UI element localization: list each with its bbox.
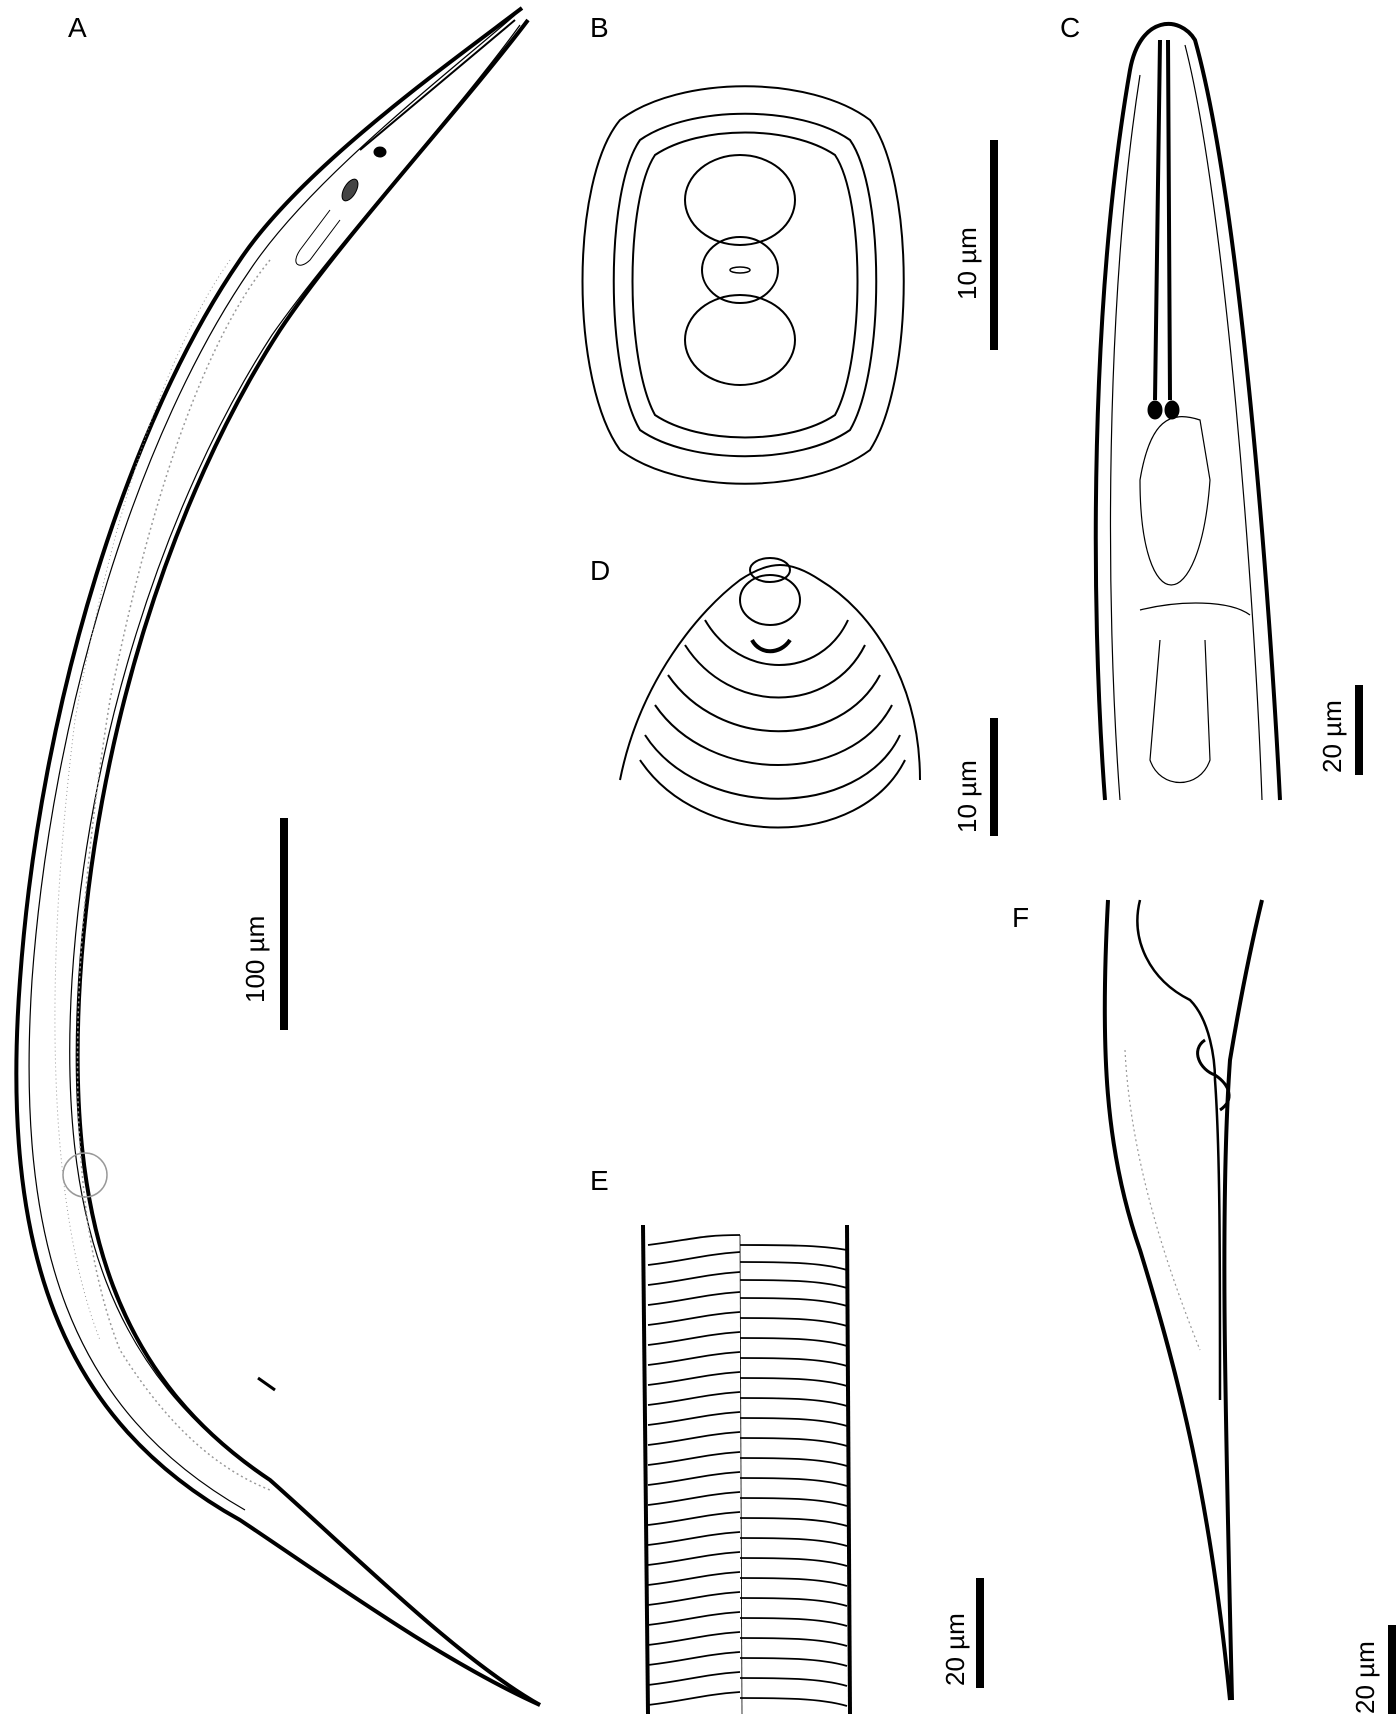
- scale-bar-a-text: 100 µm: [240, 915, 270, 1003]
- panel-d-lateral-head: [619, 557, 921, 829]
- scale-bar-d-line: [990, 718, 998, 836]
- scale-bar-b-line: [990, 140, 998, 350]
- panel-label-f: F: [1012, 902, 1030, 933]
- panel-c-anterior: [1093, 21, 1282, 801]
- panel-label-d: D: [590, 555, 611, 586]
- scale-bar-f-text: 20 µm: [1350, 1641, 1380, 1714]
- panel-label-c: C: [1060, 12, 1081, 43]
- scale-bar-f-line: [1388, 1625, 1396, 1714]
- panel-b-en-face: [581, 85, 905, 485]
- scale-bar-e-line: [976, 1578, 984, 1688]
- scale-bar-b-text: 10 µm: [952, 227, 982, 300]
- scale-bar-d-text: 10 µm: [952, 760, 982, 833]
- scale-bar-a-line: [280, 818, 288, 1030]
- panel-e-cuticle: [641, 1224, 852, 1714]
- panel-label-b: B: [590, 12, 609, 43]
- panel-label-a: A: [68, 12, 87, 43]
- panel-f-tail: [1102, 899, 1264, 1701]
- panel-label-e: E: [590, 1165, 609, 1196]
- scale-bar-c-line: [1355, 685, 1363, 775]
- scale-bar-c-text: 20 µm: [1317, 700, 1347, 773]
- scale-bar-e-text: 20 µm: [940, 1613, 970, 1686]
- panel-a-body: [14, 6, 541, 1707]
